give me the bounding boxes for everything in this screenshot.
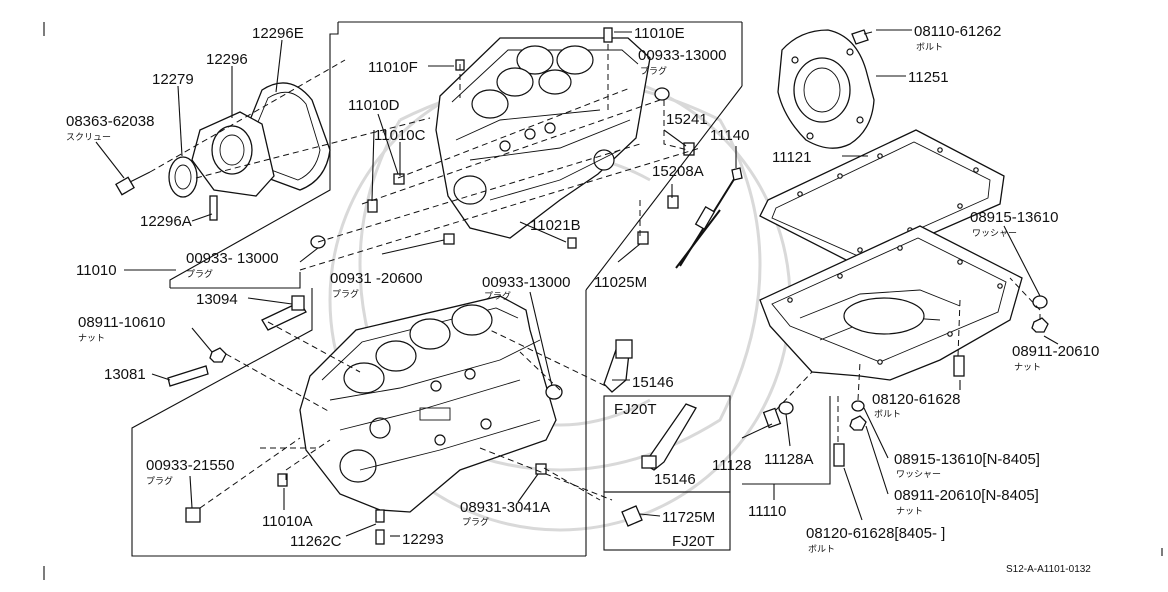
- label-11128: 11128: [712, 457, 752, 474]
- label-15146-box: 15146: [654, 471, 696, 488]
- label-08110-sub: ボルト: [916, 42, 943, 53]
- oil-gauge-tube-group: [603, 339, 633, 393]
- label-08363-62038: 08363-62038: [66, 113, 154, 130]
- label-13081: 13081: [104, 366, 146, 383]
- label-08110-61262: 08110-61262: [914, 23, 1001, 40]
- label-08911-20610-sub: ナット: [1014, 362, 1041, 373]
- label-11010D: 11010D: [348, 97, 400, 114]
- leaders-upper-block: [299, 31, 737, 263]
- rear-seal-retainer-group: [115, 59, 431, 221]
- diagram-reference-code: S12-A-A1101-0132: [1006, 564, 1091, 575]
- label-11010C: 11010C: [374, 127, 426, 144]
- upper-block-frame: [124, 21, 743, 289]
- lower-left-parts: [167, 295, 307, 523]
- upper-projection-lines: [299, 44, 701, 271]
- label-08911-10610-sub: ナット: [78, 333, 105, 344]
- oil-pan-gasket: [759, 129, 1005, 267]
- label-08363-sub: スクリュー: [66, 132, 111, 143]
- upper-cylinder-block: [435, 37, 651, 239]
- label-00933-mid-sub: プラグ: [484, 290, 511, 302]
- part-labels: 12296E 12296 12279 08363-62038 スクリュー 122…: [66, 23, 1099, 575]
- label-11128A: 11128A: [764, 451, 814, 468]
- label-11010: 11010: [76, 262, 117, 279]
- oil-pan: [759, 225, 1023, 381]
- label-fj20t-top: FJ20T: [614, 401, 657, 418]
- label-08120-61628-8405: 08120-61628[8405- ]: [806, 525, 945, 542]
- label-00933-13000-left: 00933- 13000: [186, 250, 279, 267]
- label-00933-21550-sub: プラグ: [146, 475, 173, 487]
- label-08931-3041A: 08931-3041A: [460, 499, 550, 516]
- page-edge-marks: [43, 22, 1163, 580]
- label-08915-n8405-sub: ワッシャー: [896, 470, 941, 480]
- label-fj20t-bottom: FJ20T: [672, 533, 715, 550]
- label-08120-61628: 08120-61628: [872, 391, 960, 408]
- label-13094: 13094: [196, 291, 238, 308]
- lower-block-frame: [131, 85, 743, 557]
- label-08915-n8405: 08915-13610[N-8405]: [894, 451, 1040, 468]
- label-15241: 15241: [666, 111, 708, 128]
- leaders-lower-block: [151, 291, 553, 537]
- label-11262C: 11262C: [290, 533, 342, 550]
- label-08911-n8405: 08911-20610[N-8405]: [894, 487, 1039, 504]
- label-11010F: 11010F: [368, 59, 418, 76]
- label-08915-13610: 08915-13610: [970, 209, 1058, 226]
- label-12296A: 12296A: [140, 213, 192, 230]
- label-11725M: 11725M: [662, 509, 715, 526]
- label-00933-top-sub: プラグ: [640, 65, 667, 77]
- label-00933-13000-top: 00933-13000: [638, 47, 726, 64]
- label-15208A: 15208A: [652, 163, 704, 180]
- label-11010E: 11010E: [634, 25, 685, 42]
- label-08120-61628-sub: ボルト: [874, 409, 901, 420]
- upper-small-parts: [310, 27, 743, 269]
- oil-pan-leaders: [741, 225, 1059, 521]
- label-11021B: 11021B: [530, 217, 581, 234]
- rear-plate-group: [777, 29, 912, 149]
- label-11140: 11140: [710, 127, 750, 144]
- label-12296: 12296: [206, 51, 248, 68]
- label-11010A: 11010A: [262, 513, 313, 530]
- label-08911-20610: 08911-20610: [1012, 343, 1099, 360]
- label-08915-13610-sub: ワッシャー: [972, 229, 1017, 239]
- label-00933-left-sub: プラグ: [186, 268, 213, 280]
- label-00933-21550: 00933-21550: [146, 457, 234, 474]
- label-11121: 11121: [772, 149, 812, 166]
- label-11251: 11251: [908, 69, 949, 86]
- label-12296E: 12296E: [252, 25, 304, 42]
- label-12293: 12293: [402, 531, 444, 548]
- label-12279: 12279: [152, 71, 194, 88]
- fj20t-box-bottom: [603, 491, 731, 551]
- label-15146: 15146: [632, 374, 674, 391]
- lower-cylinder-block: [277, 295, 563, 545]
- label-00931-20600: 00931 -20600: [330, 270, 423, 287]
- label-08911-n8405-sub: ナット: [896, 506, 923, 517]
- label-00933-13000-mid: 00933-13000: [482, 274, 570, 291]
- lower-projection-lines: [199, 321, 615, 509]
- label-08911-10610: 08911-10610: [78, 314, 165, 331]
- label-08120-8405-sub: ボルト: [808, 544, 835, 555]
- label-00931-sub: プラグ: [332, 288, 359, 300]
- label-08931-sub: プラグ: [462, 516, 489, 528]
- label-11025M: 11025M: [594, 274, 647, 291]
- leaders-top-left: [95, 39, 283, 222]
- label-11110: 11110: [748, 503, 786, 520]
